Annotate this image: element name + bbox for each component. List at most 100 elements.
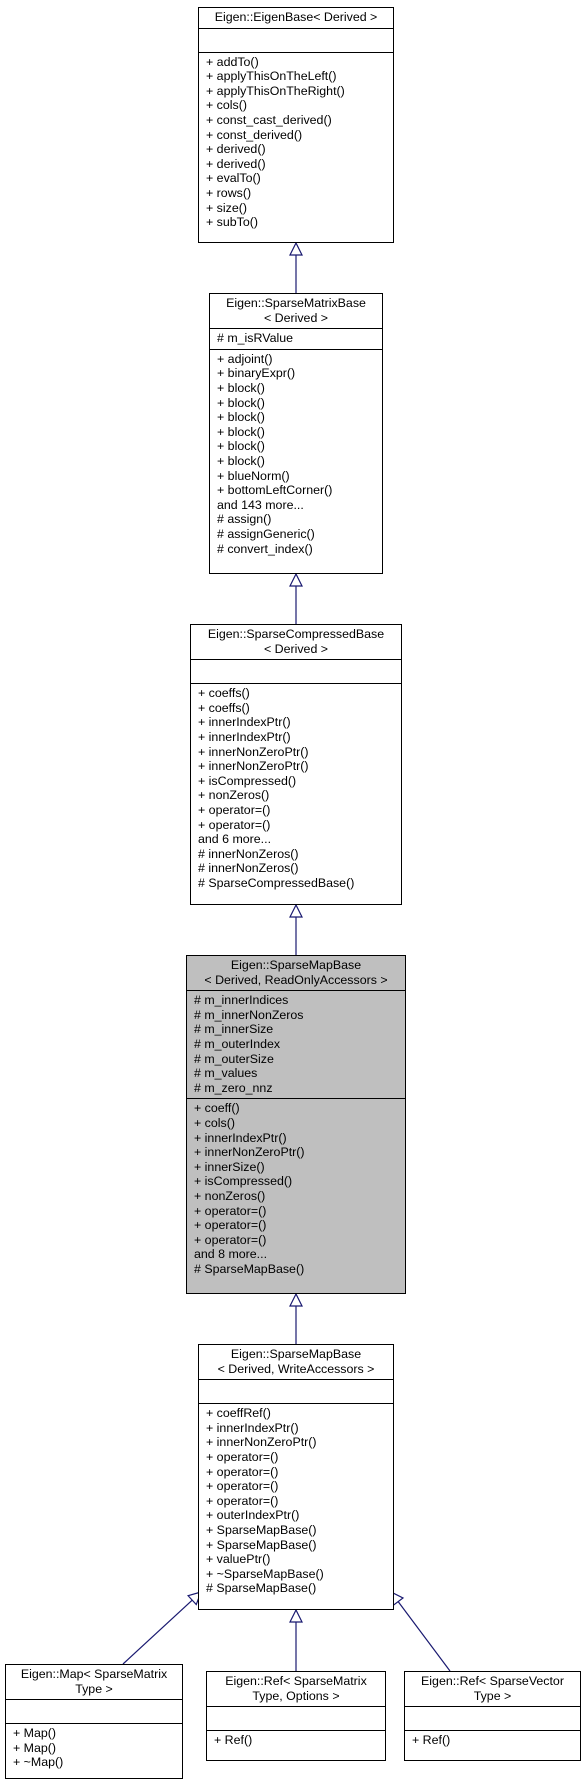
method-item: # convert_index() — [217, 541, 313, 556]
class-title-line: Eigen::Map< SparseMatrix — [20, 1667, 168, 1681]
method-item: + operator=() — [194, 1232, 267, 1247]
class-title: Eigen::EigenBase< Derived > — [199, 8, 393, 28]
class-title-line: < Derived > — [263, 641, 329, 656]
method-item: + bottomLeftCorner() — [217, 483, 333, 498]
method-item: + innerIndexPtr() — [194, 1130, 287, 1145]
class-eigenbase[interactable]: Eigen::EigenBase< Derived >+ addTo()+ ap… — [198, 7, 394, 243]
method-item: + const_cast_derived() — [206, 112, 332, 127]
attribute-item: # m_outerIndex — [194, 1036, 281, 1051]
method-item: # innerNonZeros() — [198, 846, 299, 861]
class-title-line: < Derived, WriteAccessors > — [217, 1361, 375, 1376]
method-item: + isCompressed() — [194, 1174, 293, 1189]
method-item: + cols() — [194, 1115, 235, 1130]
class-sparsematrixbase[interactable]: Eigen::SparseMatrixBase< Derived ># m_is… — [209, 293, 383, 574]
class-sparsemapbase-ro[interactable]: Eigen::SparseMapBase< Derived, ReadOnlyA… — [186, 955, 406, 1294]
method-item: # SparseMapBase() — [194, 1261, 305, 1276]
attribute-list — [405, 1706, 580, 1730]
method-item: + ~SparseMapBase() — [206, 1566, 324, 1581]
method-item: + Ref() — [412, 1733, 451, 1748]
attribute-item: # m_zero_nnz — [194, 1080, 273, 1095]
method-item: + applyThisOnTheLeft() — [206, 69, 337, 84]
method-item: + coeff() — [194, 1101, 240, 1116]
method-item: + nonZeros() — [198, 788, 270, 803]
method-item: + ~Map() — [13, 1755, 64, 1770]
method-item: + operator=() — [206, 1493, 279, 1508]
method-item: + adjoint() — [217, 351, 273, 366]
method-item: + innerNonZeroPtr() — [198, 759, 309, 774]
inheritance-arrowhead — [289, 572, 303, 587]
method-item: + block() — [217, 395, 265, 410]
class-sparsemapbase-wa[interactable]: Eigen::SparseMapBase< Derived, WriteAcce… — [198, 1344, 394, 1610]
class-title-line: Eigen::SparseCompressedBase — [207, 627, 385, 641]
method-list: + coeffs()+ coeffs()+ innerIndexPtr()+ i… — [191, 683, 401, 893]
method-item: + operator=() — [198, 802, 271, 817]
attribute-list: # m_isRValue — [210, 328, 382, 349]
method-item: # assignGeneric() — [217, 526, 315, 541]
method-item: + applyThisOnTheRight() — [206, 83, 345, 98]
method-item: + innerIndexPtr() — [206, 1420, 299, 1435]
class-title-line: Eigen::Ref< SparseVector — [421, 1674, 564, 1688]
method-list: + adjoint()+ binaryExpr() + block() + bloc… — [210, 348, 382, 559]
inheritance-arrowhead — [289, 1608, 303, 1623]
method-item: + blueNorm() — [217, 468, 290, 483]
method-item: + outerIndexPtr() — [206, 1508, 300, 1523]
class-title-line: Eigen::EigenBase< Derived > — [214, 10, 378, 24]
inheritance-edge — [397, 1601, 451, 1672]
method-item: + innerSize() — [194, 1159, 265, 1174]
method-item: + block() — [217, 439, 265, 454]
class-title-line: Eigen::Ref< SparseMatrix — [225, 1674, 367, 1688]
class-title-line: Eigen::SparseMatrixBase — [226, 296, 366, 310]
method-item: + binaryExpr() — [217, 366, 296, 381]
method-list: + Ref() — [405, 1730, 580, 1751]
attribute-list — [199, 27, 393, 52]
attribute-item: # m_innerSize — [194, 1022, 274, 1037]
method-list: + coeffRef()+ innerIndexPtr()+ innerNonZ… — [199, 1403, 393, 1599]
class-sparsecompressedbase[interactable]: Eigen::SparseCompressedBase< Derived >+ … — [190, 624, 402, 905]
method-item: + operator=() — [206, 1479, 279, 1494]
more-members-link[interactable]: and 8 more... — [194, 1247, 268, 1262]
class-title: Eigen::SparseCompressedBase< Derived > — [191, 625, 401, 659]
method-item: + Map() — [13, 1726, 57, 1741]
method-item: + operator=() — [194, 1218, 267, 1233]
method-item: + SparseMapBase() — [206, 1537, 317, 1552]
class-title-line: Type > — [75, 1681, 113, 1696]
method-item: + innerIndexPtr() — [198, 729, 291, 744]
method-item: + coeffs() — [198, 686, 250, 701]
method-item: + innerIndexPtr() — [198, 715, 291, 730]
attribute-item: # m_values — [194, 1066, 258, 1081]
method-item: + operator=() — [206, 1449, 279, 1464]
method-item: + Ref() — [214, 1733, 253, 1748]
method-item: + operator=() — [198, 817, 271, 832]
method-item: + rows() — [206, 185, 252, 200]
inheritance-arrowhead — [289, 903, 303, 918]
method-item: # innerNonZeros() — [198, 861, 299, 876]
method-item: + operator=() — [194, 1203, 267, 1218]
method-item: + coeffRef() — [206, 1406, 271, 1421]
class-title-line: Type > — [473, 1688, 512, 1703]
method-item: + SparseMapBase() — [206, 1522, 317, 1537]
method-item: + const_derived() — [206, 127, 303, 142]
method-item: # SparseMapBase() — [206, 1581, 317, 1596]
class-title-line: Type, Options > — [252, 1688, 340, 1703]
attribute-item: # m_outerSize — [194, 1051, 274, 1066]
class-title-line: < Derived, ReadOnlyAccessors > — [204, 972, 388, 987]
method-item: + innerNonZeroPtr() — [198, 744, 309, 759]
more-members-link[interactable]: and 6 more... — [198, 832, 272, 847]
attribute-item: # m_isRValue — [217, 331, 293, 346]
method-item: + evalTo() — [206, 171, 261, 186]
method-item: + innerNonZeroPtr() — [206, 1435, 317, 1450]
method-item: + Map() — [13, 1740, 57, 1755]
method-list: + Ref() — [207, 1730, 385, 1751]
attribute-list — [199, 1379, 393, 1403]
method-list: + Map()+ Map()+ ~Map() — [6, 1723, 182, 1773]
class-title: Eigen::SparseMatrixBase< Derived > — [210, 294, 382, 328]
method-item: + size() — [206, 200, 247, 215]
more-members-link[interactable]: and 143 more... — [217, 497, 304, 512]
attribute-list — [207, 1706, 385, 1730]
